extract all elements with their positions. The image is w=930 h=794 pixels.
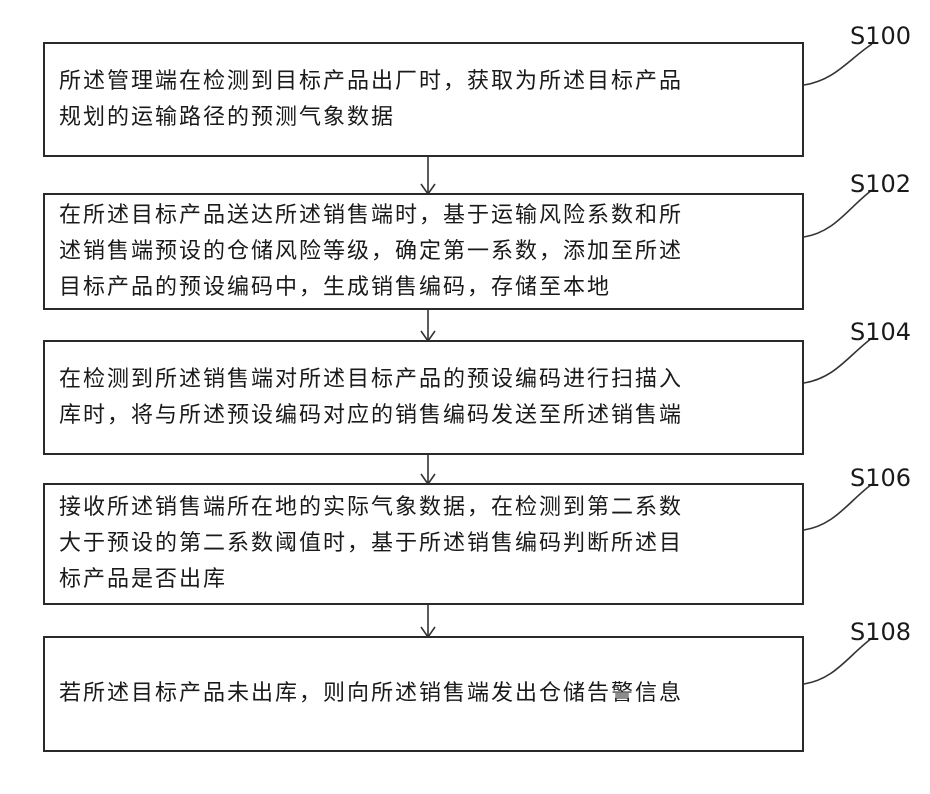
step-label-s108: S108 [850, 618, 911, 646]
step-text-line: 接收所述销售端所在地的实际气象数据，在检测到第二系数 [59, 490, 788, 526]
step-label-s106: S106 [850, 464, 911, 492]
step-text-line: 在所述目标产品送达所述销售端时，基于运输风险系数和所 [59, 198, 788, 234]
step-box-s108: 若所述目标产品未出库，则向所述销售端发出仓储告警信息 [43, 636, 804, 752]
step-text-line: 所述管理端在检测到目标产品出厂时，获取为所述目标产品 [59, 64, 788, 100]
step-label-s102: S102 [850, 170, 911, 198]
leader-s100 [804, 44, 872, 85]
step-text-line: 在检测到所述销售端对所述目标产品的预设编码进行扫描入 [59, 362, 788, 398]
step-box-s104: 在检测到所述销售端对所述目标产品的预设编码进行扫描入 库时，将与所述预设编码对应… [43, 340, 804, 455]
step-text-line: 若所述目标产品未出库，则向所述销售端发出仓储告警信息 [59, 676, 788, 712]
step-text-line: 目标产品的预设编码中，生成销售编码，存储至本地 [59, 270, 788, 306]
step-box-s106: 接收所述销售端所在地的实际气象数据，在检测到第二系数 大于预设的第二系数阈值时，… [43, 483, 804, 605]
step-text-line: 规划的运输路径的预测气象数据 [59, 100, 788, 136]
step-text-line: 标产品是否出库 [59, 562, 788, 598]
step-text-line: 述销售端预设的仓储风险等级，确定第一系数，添加至所述 [59, 234, 788, 270]
step-text-line: 大于预设的第二系数阈值时，基于所述销售编码判断所述目 [59, 526, 788, 562]
step-box-s102: 在所述目标产品送达所述销售端时，基于运输风险系数和所 述销售端预设的仓储风险等级… [43, 193, 804, 310]
step-text-line: 库时，将与所述预设编码对应的销售编码发送至所述销售端 [59, 398, 788, 434]
step-box-s100: 所述管理端在检测到目标产品出厂时，获取为所述目标产品 规划的运输路径的预测气象数… [43, 42, 804, 157]
step-label-s104: S104 [850, 318, 911, 346]
step-label-s100: S100 [850, 22, 911, 50]
